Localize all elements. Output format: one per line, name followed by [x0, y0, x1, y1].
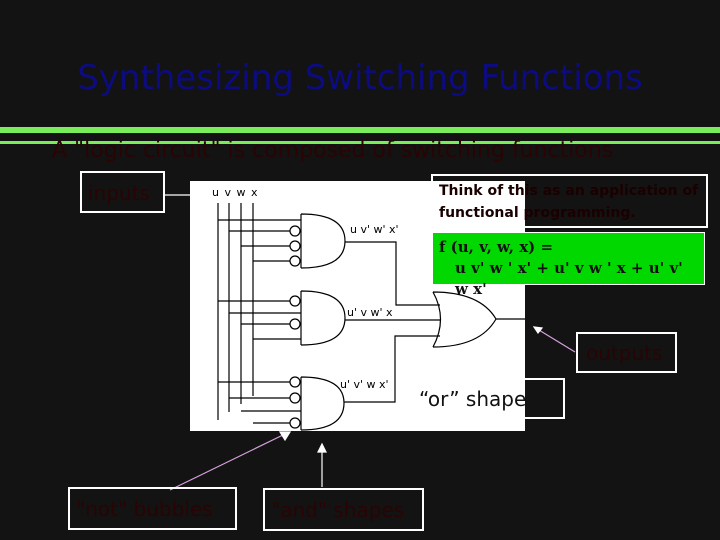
formula-line-1: f (u, v, w, x) = — [439, 238, 554, 256]
circuit-panel — [190, 181, 525, 431]
inputs-callout: inputs — [80, 171, 165, 213]
and-shapes-callout: "and" shapes — [263, 488, 424, 531]
think-callout: Think of this as an application of funct… — [431, 174, 708, 228]
title-divider-thin — [0, 141, 720, 144]
slide-subtitle: A "logic circuit" is composed of switchi… — [52, 138, 614, 163]
inputs-label: inputs — [88, 181, 150, 205]
formula-box: f (u, v, w, x) = u v' w ' x' + u' v w ' … — [432, 232, 705, 298]
callout-lines — [164, 194, 576, 491]
outputs-label: outputs — [586, 341, 663, 365]
and-gate-2 — [218, 290, 441, 346]
or-shape-label: “or” shape — [419, 387, 527, 411]
not-bubbles-callout: "not" bubbles — [68, 487, 237, 530]
and-shapes-label: "and" shapes — [271, 498, 405, 522]
not-bubbles-label: "not" bubbles — [76, 497, 213, 521]
input-labels: u v w x — [212, 186, 259, 199]
gate1-label: u v' w' x' — [350, 223, 399, 236]
formula-line-2: u v' w ' x' + u' v w ' x + u' v' w x' — [455, 259, 683, 298]
or-gate — [432, 291, 525, 348]
title-divider-thick — [0, 127, 720, 133]
input-lines — [217, 203, 254, 420]
slide-title: Synthesizing Switching Functions — [77, 58, 643, 98]
outputs-callout: outputs — [576, 332, 677, 373]
gate2-label: u' v w' x — [347, 306, 393, 319]
gate3-label: u' v' w x' — [340, 378, 389, 391]
and-gate-3 — [218, 335, 440, 431]
and-gate-1 — [218, 213, 440, 306]
or-shape-callout: “or” shape — [416, 378, 565, 419]
